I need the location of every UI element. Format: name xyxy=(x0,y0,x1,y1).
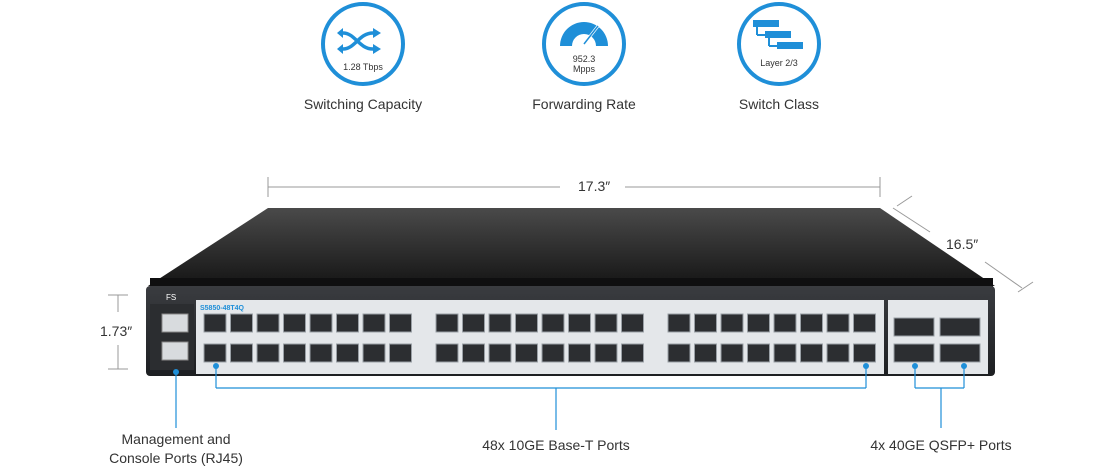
rj45-port xyxy=(283,343,306,363)
rj45-port xyxy=(720,343,744,363)
rj45-port xyxy=(256,313,280,333)
rj45-port xyxy=(309,313,333,333)
rj45-port xyxy=(747,313,770,333)
rj45-port xyxy=(621,343,644,363)
rj45-port xyxy=(230,343,253,363)
rj45-port xyxy=(568,313,591,333)
rj45-port xyxy=(515,313,538,333)
rj45-port xyxy=(800,343,823,363)
rj45-port xyxy=(435,343,459,363)
rj45-port xyxy=(488,313,512,333)
feature-switch-class: Layer 2/3 Switch Class xyxy=(679,0,879,112)
switch-class-caption: Switch Class xyxy=(738,96,820,112)
rj45-port xyxy=(694,343,717,363)
rj45-port xyxy=(720,313,744,333)
switch-class-value: Layer 2/3 xyxy=(760,58,798,68)
rj45-port xyxy=(853,313,876,333)
rj45-port xyxy=(773,313,797,333)
qsfp-callout: 4x 40GE QSFP+ Ports xyxy=(870,437,1012,453)
rj45-port xyxy=(694,313,717,333)
rj45-port xyxy=(594,343,618,363)
shuffle-arrows-icon: 1.28 Tbps xyxy=(321,2,405,86)
model-label: S5850-48T4Q xyxy=(200,305,244,312)
rj45-port xyxy=(230,313,253,333)
qsfp-port xyxy=(939,317,981,337)
rj45-port xyxy=(826,313,850,333)
switching-capacity-caption: Switching Capacity xyxy=(303,96,423,112)
rj45-port xyxy=(462,343,485,363)
rj45-port xyxy=(362,313,386,333)
rj45-port xyxy=(309,343,333,363)
qsfp-port xyxy=(939,343,981,363)
rj45-port xyxy=(336,313,359,333)
rj45-port xyxy=(568,343,591,363)
rj45-port xyxy=(621,313,644,333)
console-port xyxy=(161,313,189,333)
stacked-servers-icon: Layer 2/3 xyxy=(737,2,821,86)
rj45-port xyxy=(462,313,485,333)
rj45-port xyxy=(389,343,412,363)
management-callout-line1: Management and xyxy=(121,431,231,447)
qsfp-port xyxy=(893,317,935,337)
rj45-port xyxy=(389,313,412,333)
rj45-port xyxy=(283,313,306,333)
rj45-port xyxy=(667,343,691,363)
rj45-port xyxy=(541,313,565,333)
rj45-port xyxy=(773,343,797,363)
base-t-callout: 48x 10GE Base-T Ports xyxy=(482,437,630,453)
rj45-port xyxy=(667,313,691,333)
rj45-port xyxy=(336,343,359,363)
forwarding-rate-value: 952.3 xyxy=(573,54,596,64)
rj45-port xyxy=(203,313,227,333)
rj45-port xyxy=(203,343,227,363)
rj45-port xyxy=(362,343,386,363)
rj45-port xyxy=(826,343,850,363)
rj45-port xyxy=(853,343,876,363)
rj45-port xyxy=(800,313,823,333)
qsfp-port xyxy=(893,343,935,363)
management-port xyxy=(161,341,189,361)
rj45-port xyxy=(488,343,512,363)
feature-switching-capacity: 1.28 Tbps Switching Capacity xyxy=(263,0,463,112)
height-dimension: 1.73″ xyxy=(100,323,133,339)
forwarding-rate-unit: Mpps xyxy=(573,64,596,74)
depth-dimension: 16.5″ xyxy=(946,236,979,252)
speedometer-icon: 952.3 Mpps xyxy=(542,2,626,86)
rj45-port xyxy=(435,313,459,333)
brand-logo: FS xyxy=(166,293,177,302)
rj45-port xyxy=(515,343,538,363)
rj45-port xyxy=(256,343,280,363)
chassis-top xyxy=(148,208,995,286)
rj45-port xyxy=(747,343,770,363)
feature-forwarding-rate: 952.3 Mpps Forwarding Rate xyxy=(484,0,684,112)
management-callout-line2: Console Ports (RJ45) xyxy=(109,450,243,466)
width-dimension: 17.3″ xyxy=(578,178,611,194)
forwarding-rate-caption: Forwarding Rate xyxy=(532,96,636,112)
vent-strip xyxy=(150,278,993,288)
management-callout: Management and Console Ports (RJ45) xyxy=(96,430,256,468)
rj45-port xyxy=(541,343,565,363)
switching-capacity-value: 1.28 Tbps xyxy=(343,62,383,72)
rj45-port xyxy=(594,313,618,333)
